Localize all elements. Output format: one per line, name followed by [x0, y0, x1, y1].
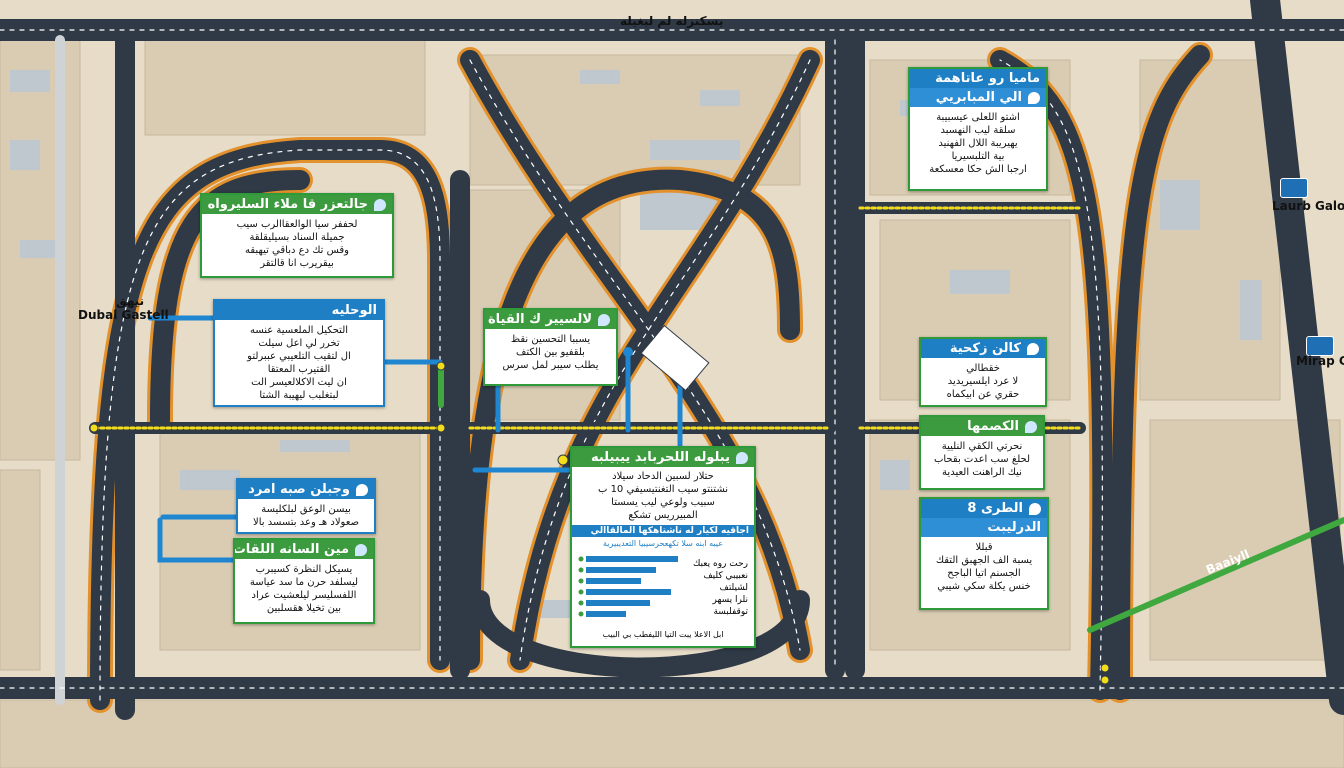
location-pin-icon [1029, 502, 1041, 515]
mini-bar [586, 611, 626, 617]
card-footer: ابل الاعلا يبت التيا الليفطب بي البيب [602, 630, 724, 639]
location-pin-icon [374, 198, 386, 211]
right-label-2: Mirap Gal [1296, 354, 1344, 368]
legend-item: نعبيبي كليف [703, 571, 748, 581]
mini-bar [586, 589, 671, 595]
junction-nodes [89, 361, 1110, 685]
card-header: مين السانه اللقات [235, 540, 373, 559]
location-pin-icon [736, 451, 748, 464]
mini-bar-chart [578, 556, 678, 617]
info-card-center-bottom[interactable]: يبلوله اللحربابد ييبيلبه حتلار لسبين الد… [570, 446, 756, 648]
location-pin-icon [598, 313, 610, 326]
chart-title: عيبه ابنه سلا تكهعحرسيبيا التعديبيرية [603, 539, 723, 548]
location-pin-icon [356, 483, 368, 496]
card-header: لالسيير ك القياة [485, 310, 616, 329]
info-card-upper-left[interactable]: جالتعزر قا ملاء السليرواه لحففر سيا الوا… [200, 193, 394, 278]
left-label-name: Dubal Gastell [78, 308, 169, 322]
card-header: الكصمها [921, 417, 1043, 436]
route-badge-icon [1280, 178, 1308, 198]
legend-item: لشيلتف [719, 583, 749, 593]
chart-legend: رحت روه يعبك نعبيبي كليف لشيلتف نلرا يسه… [678, 558, 748, 618]
legend-item: رحت روه يعبك [692, 559, 748, 569]
card-header: وجبلن صبه امرد [238, 480, 374, 499]
location-pin-icon [1028, 91, 1040, 104]
legend-item: نلرا يسهر [712, 595, 748, 605]
location-pin-icon [355, 543, 367, 556]
mini-bar-dot [578, 556, 584, 562]
mini-chart: رحت روه يعبك نعبيبي كليف لشيلتف نلرا يسه… [576, 550, 750, 628]
card-header: الوحليه [215, 301, 383, 320]
mini-bar [586, 578, 641, 584]
left-label-title: نيهق [116, 294, 145, 308]
card-header: كالن زكحية [921, 339, 1045, 358]
card-header: الطرى 8 [921, 499, 1047, 518]
mini-bar [586, 567, 656, 573]
mini-bar [586, 600, 650, 606]
location-pin-icon [1025, 420, 1037, 433]
mini-bar-dot [578, 611, 584, 617]
card-header: ماميا رو عاتاهمة [910, 69, 1046, 88]
mini-bar-dot [578, 578, 584, 584]
card-subheader: الي المبابريي [910, 88, 1046, 107]
info-card-top-right[interactable]: ماميا رو عاتاهمة الي المبابريي اشتو اللع… [908, 67, 1048, 191]
legend-item: توقفلبسة [713, 607, 748, 617]
right-label-1: Laurb Galo [1272, 199, 1344, 213]
route-badge-icon [1306, 336, 1334, 356]
card-subheader: اجاقيه لكيار له ناشتاهكها المالقاالي [572, 525, 754, 537]
location-pin-icon [1027, 342, 1039, 355]
mini-bar-dot [578, 589, 584, 595]
card-header: جالتعزر قا ملاء السليرواه [202, 195, 392, 214]
mini-bar-dot [578, 600, 584, 606]
top-road-label: يسكنزله لم لبغيله [620, 14, 724, 28]
mini-bar-dot [578, 567, 584, 573]
mini-bar [586, 556, 678, 562]
crosshatch-junction [640, 324, 710, 392]
card-header: يبلوله اللحربابد ييبيلبه [572, 448, 754, 467]
card-subheader: الدرليبت [921, 518, 1047, 537]
